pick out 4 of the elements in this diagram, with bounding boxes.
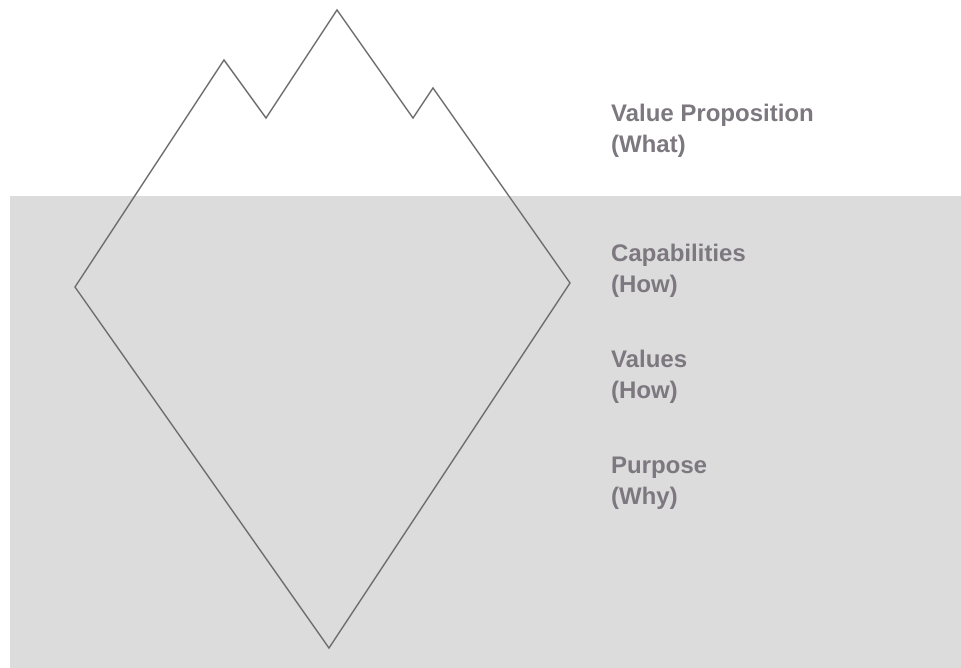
level-label: Purpose (Why)	[611, 451, 708, 512]
level-label: Value Proposition (What)	[611, 99, 815, 160]
level-label: Capabilities (How)	[611, 239, 747, 300]
level-label: Values (How)	[611, 345, 688, 406]
